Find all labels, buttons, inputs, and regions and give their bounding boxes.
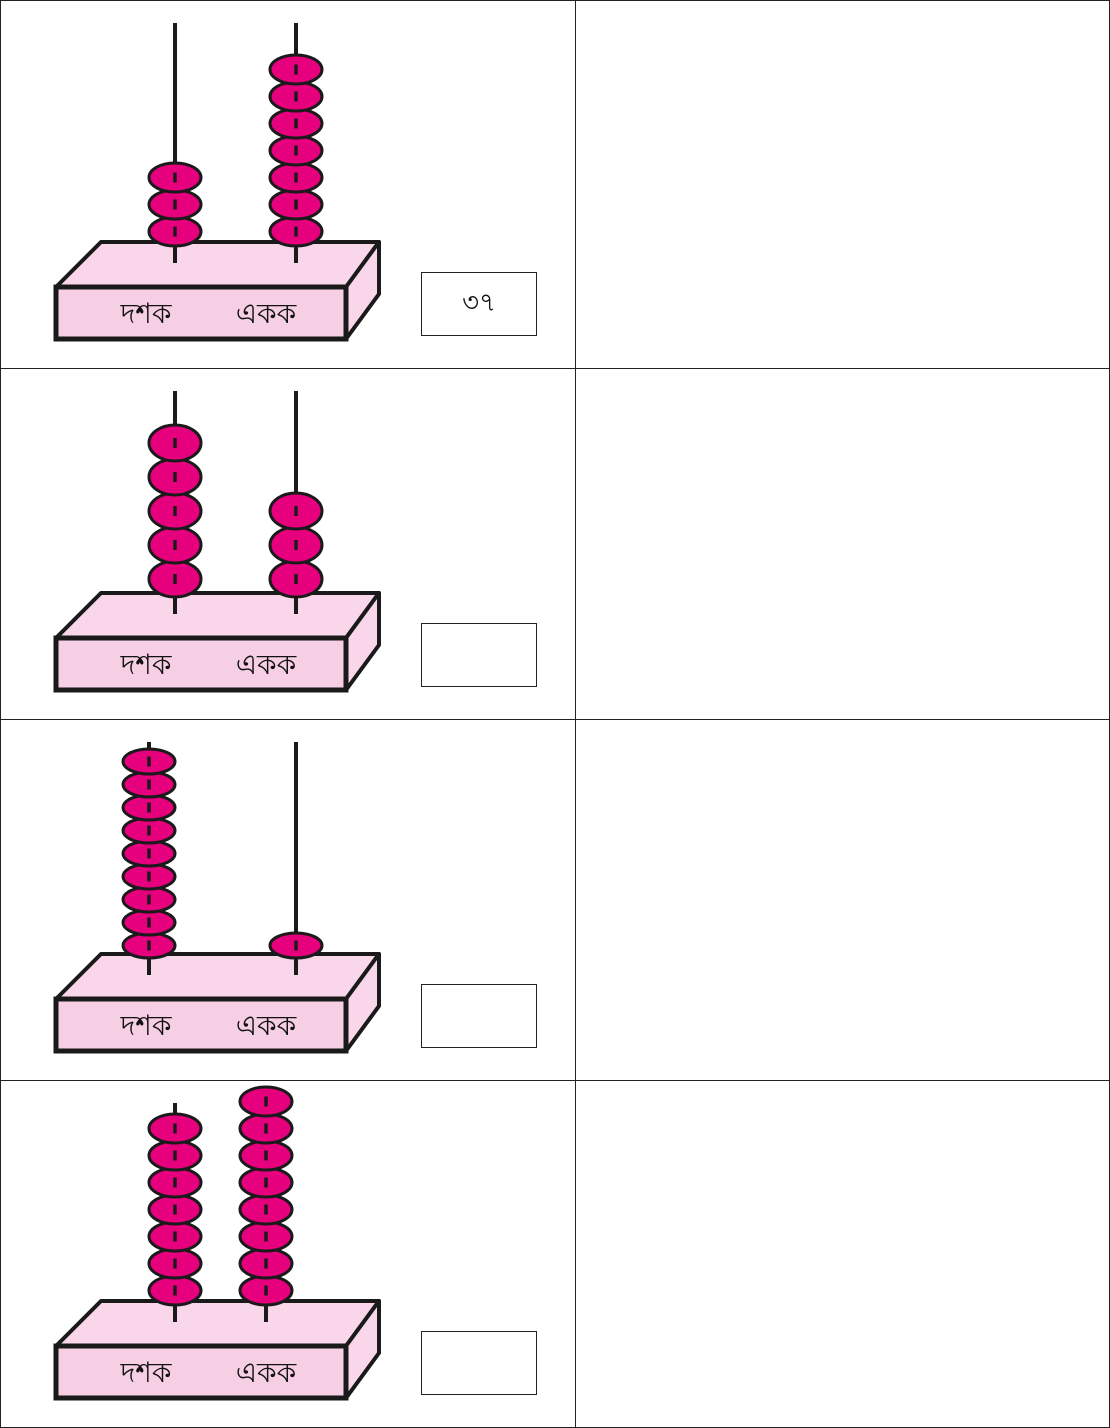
ones-rod [268,742,324,975]
base-top-face [54,591,381,640]
base-front-face [53,284,349,342]
tens-label: দশক [120,297,172,330]
base-top-face [54,952,381,1001]
abacus-base [53,240,381,342]
tens-label: দশক [120,648,172,681]
tens-rod [147,1103,203,1322]
abacus-cell: দশক একক [0,368,576,720]
base-top-face [54,1299,381,1348]
ones-rod [268,391,324,614]
ones-label: একক [236,1009,297,1042]
abacus-figure: দশক একক [53,1085,381,1401]
ones-label: একক [236,297,297,330]
abacus-base [53,591,381,693]
tens-rod [147,391,203,614]
base-top-face [54,240,381,289]
abacus-figure: দশক একক [53,23,381,342]
abacus-cell: দশক একক [0,719,576,1081]
ones-label: একক [236,1356,297,1389]
answer-box[interactable] [421,1331,537,1395]
abacus-figure: দশক একক [53,742,381,1054]
tens-rod [147,23,203,263]
base-front-face [53,1343,349,1401]
ones-rod [238,1085,294,1322]
tens-rod [121,742,177,975]
abacus-base [53,1299,381,1401]
abacus-figure: দশক একক [53,391,381,693]
ones-label: একক [236,648,297,681]
base-front-face [53,996,349,1054]
tens-label: দশক [120,1009,172,1042]
answer-box[interactable]: ৩৭ [421,272,537,336]
base-front-face [53,635,349,693]
abacus-base [53,952,381,1054]
answer-box[interactable] [421,623,537,687]
abacus-cell: দশক একক ৩৭ [0,0,576,369]
ones-rod [268,23,324,263]
tens-label: দশক [120,1356,172,1389]
abacus-cell: দশকএকক৬৪ [575,0,1110,369]
answer-box[interactable] [421,984,537,1048]
abacus-cell: দশক একক [0,1080,576,1428]
